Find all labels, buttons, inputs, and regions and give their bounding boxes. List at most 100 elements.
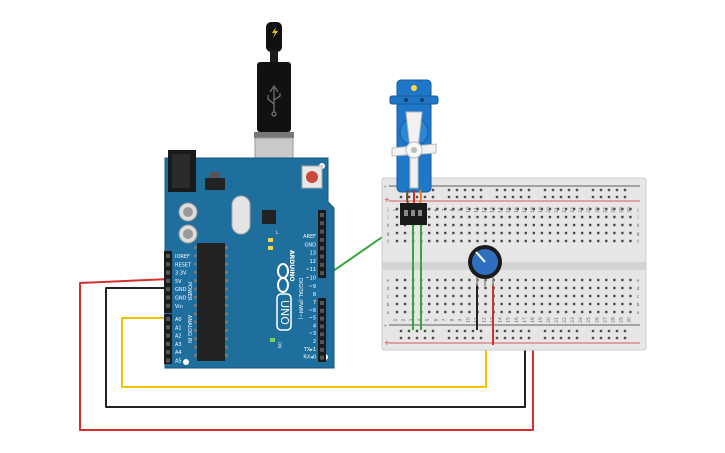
arduino-uno-board[interactable]: IOREFRESET3.3V5VGNDGNDVinA0A1A2A3A4A5ARE… bbox=[164, 150, 335, 369]
row-label-right: h bbox=[637, 223, 640, 229]
row-label-left: c bbox=[387, 295, 390, 300]
digital_pins_lower-label: 2 bbox=[313, 339, 316, 345]
column-number-top: 13 bbox=[490, 207, 496, 213]
digital_pins_upper-label: ~10 bbox=[305, 276, 316, 282]
digital_pins_lower-label: ~5 bbox=[309, 316, 316, 322]
column-number-bottom: 10 bbox=[465, 317, 471, 323]
digital_pins_upper-label: ~11 bbox=[305, 267, 316, 273]
digital-header-lower bbox=[318, 298, 326, 362]
column-number-bottom: 21 bbox=[554, 317, 560, 323]
digital_pins_lower-label: 7 bbox=[313, 300, 316, 306]
column-number-bottom: 28 bbox=[610, 317, 616, 323]
power-label: POWER bbox=[186, 282, 192, 301]
row-label-right: f bbox=[637, 239, 639, 245]
digital_pins_lower-label: 4 bbox=[313, 323, 316, 329]
column-number-bottom: 29 bbox=[618, 317, 624, 323]
column-number-top: 8 bbox=[449, 208, 455, 211]
column-number-top: 14 bbox=[498, 207, 504, 213]
servo-motor[interactable] bbox=[389, 79, 439, 225]
row-label-left: e bbox=[387, 279, 390, 284]
usb-icon bbox=[267, 84, 281, 117]
row-label-left: a bbox=[387, 311, 390, 316]
column-number-bottom: 17 bbox=[522, 317, 528, 323]
analog-header bbox=[164, 314, 172, 364]
wires bbox=[79, 221, 534, 431]
rail-minus-top: - bbox=[384, 183, 387, 191]
column-number-top: 16 bbox=[514, 207, 520, 213]
atmega-chip bbox=[197, 243, 225, 361]
row-label-left: h bbox=[387, 223, 390, 229]
l-label: L bbox=[276, 230, 279, 235]
column-number-bottom: 30 bbox=[626, 317, 632, 323]
column-number-top: 5 bbox=[425, 208, 431, 211]
row-label-right: j bbox=[636, 207, 638, 213]
digital_pins_upper-label: GND bbox=[305, 242, 317, 248]
potentiometer[interactable] bbox=[468, 245, 502, 286]
wire-red-5v[interactable] bbox=[79, 278, 534, 431]
column-number-bottom: 6 bbox=[433, 318, 439, 321]
digital_pins_upper-label: 12 bbox=[310, 259, 316, 265]
column-number-bottom: 25 bbox=[586, 317, 592, 323]
row-label-left: d bbox=[387, 286, 390, 292]
power_pins-label: Vin bbox=[175, 304, 183, 310]
column-number-top: 24 bbox=[578, 207, 584, 213]
column-number-top: 25 bbox=[586, 207, 592, 213]
digital_pins_upper-label: 13 bbox=[310, 251, 316, 257]
column-number-bottom: 16 bbox=[514, 317, 520, 323]
row-label-left: f bbox=[387, 239, 389, 245]
analog_pins-label: A5 bbox=[175, 359, 182, 365]
column-number-top: 15 bbox=[506, 207, 512, 213]
column-number-top: 9 bbox=[457, 208, 463, 211]
rail-plus-top: + bbox=[384, 196, 390, 204]
column-number-top: 21 bbox=[554, 207, 560, 213]
column-number-bottom: 7 bbox=[441, 318, 447, 321]
power_pins-label: GND bbox=[175, 296, 187, 302]
column-number-top: 10 bbox=[465, 207, 471, 213]
wire-black-gnd[interactable] bbox=[105, 287, 526, 408]
column-number-top: 28 bbox=[610, 207, 616, 213]
column-number-bottom: 12 bbox=[482, 317, 488, 323]
servo-horn[interactable] bbox=[391, 111, 437, 189]
column-number-top: 6 bbox=[433, 208, 439, 211]
power_pins-label: IOREF bbox=[175, 254, 190, 260]
column-number-top: 18 bbox=[530, 207, 536, 213]
digital_pins_lower-label: ~3 bbox=[309, 331, 316, 337]
column-number-top: 7 bbox=[441, 208, 447, 211]
column-number-top: 29 bbox=[618, 207, 624, 213]
power_pins-label: GND bbox=[175, 287, 187, 293]
column-number-top: 1 bbox=[393, 208, 399, 211]
brand-label: ARDUINO bbox=[288, 250, 295, 281]
power_pins-label: 3.3V bbox=[175, 271, 187, 277]
row-label-right: g bbox=[637, 232, 640, 237]
row-label-right: a bbox=[637, 311, 640, 316]
column-number-bottom: 18 bbox=[530, 317, 536, 323]
led-l bbox=[268, 238, 273, 242]
column-number-top: 12 bbox=[482, 207, 488, 213]
digital_pins_upper-label: ~9 bbox=[309, 284, 316, 290]
on-label: ON bbox=[277, 342, 282, 348]
row-label-right: b bbox=[637, 302, 640, 308]
analog_pins-label: A0 bbox=[175, 317, 182, 323]
column-number-top: 19 bbox=[538, 207, 544, 213]
column-number-top: 20 bbox=[546, 207, 552, 213]
column-number-bottom: 19 bbox=[538, 317, 544, 323]
digital-header-upper bbox=[318, 210, 326, 278]
row-label-left: g bbox=[387, 232, 390, 237]
column-number-bottom: 27 bbox=[602, 317, 608, 323]
column-number-top: 22 bbox=[562, 207, 568, 213]
row-label-right: i bbox=[637, 215, 638, 221]
column-number-bottom: 2 bbox=[401, 318, 407, 321]
digital_pins_lower-label: ~6 bbox=[309, 308, 316, 314]
column-number-top: 30 bbox=[626, 207, 632, 213]
power_pins-label: RESET bbox=[175, 262, 192, 268]
column-number-bottom: 9 bbox=[457, 318, 463, 321]
analog-label: ANALOG IN bbox=[186, 315, 192, 343]
column-number-bottom: 23 bbox=[570, 317, 576, 323]
column-number-top: 17 bbox=[522, 207, 528, 213]
breadboard[interactable]: - + - + 11223344556677889910101111121213… bbox=[381, 177, 647, 351]
column-number-bottom: 26 bbox=[594, 317, 600, 323]
digital_pins_lower-label: RX◂0 bbox=[303, 355, 316, 361]
column-number-bottom: 1 bbox=[393, 318, 399, 321]
column-number-bottom: 8 bbox=[449, 318, 455, 321]
